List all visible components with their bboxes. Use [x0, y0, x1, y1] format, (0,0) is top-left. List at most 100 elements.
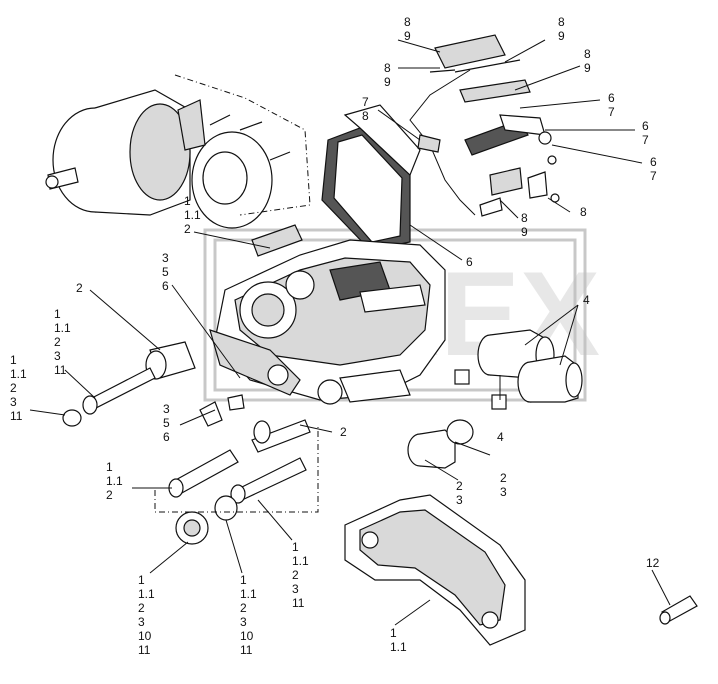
- callout-line: 5: [163, 416, 170, 430]
- lower-pin-set: [168, 419, 311, 545]
- callout-line: 1: [390, 626, 397, 640]
- callout-line: 8: [584, 47, 591, 61]
- callout-line: 6: [162, 279, 169, 293]
- callout-line: 8: [404, 15, 411, 29]
- callout-line: 7: [650, 169, 657, 183]
- callout-c20: 2: [340, 425, 347, 439]
- callout-line: 1: [106, 460, 113, 474]
- callout-line: 2: [240, 601, 247, 615]
- callout-line: 11: [10, 409, 23, 423]
- guide-pin-set: [62, 224, 303, 427]
- callout-line: 1.1: [184, 208, 201, 222]
- callout-c14: 2: [76, 281, 83, 295]
- callout-line: 6: [608, 91, 615, 105]
- callout-line: 1.1: [10, 367, 27, 381]
- carrier-bracket: [344, 494, 526, 646]
- callout-line: 11: [240, 643, 253, 657]
- pad-shield: [321, 104, 421, 251]
- callout-line: 9: [558, 29, 565, 43]
- callout-line: 2: [10, 381, 17, 395]
- callout-line: 6: [642, 119, 649, 133]
- dust-boots: [407, 329, 583, 469]
- callout-line: 9: [584, 61, 591, 75]
- callout-c12: 6: [466, 255, 473, 269]
- callout-line: 1: [292, 540, 299, 554]
- leader-lines: [29, 39, 671, 626]
- callout-line: 1.1: [292, 554, 309, 568]
- callout-line: 1.1: [138, 587, 155, 601]
- callout-line: 2: [500, 471, 507, 485]
- callout-line: 2: [106, 488, 113, 502]
- callout-line: 2: [340, 425, 347, 439]
- callout-line: 4: [497, 430, 504, 444]
- callout-line: 11: [292, 596, 305, 610]
- callout-line: 5: [162, 265, 169, 279]
- callout-line: 7: [608, 105, 615, 119]
- callout-line: 9: [404, 29, 411, 43]
- callout-line: 1.1: [106, 474, 123, 488]
- callout-line: 10: [138, 629, 152, 643]
- callout-line: 3: [54, 349, 61, 363]
- callout-line: 3: [162, 251, 169, 265]
- brake-chamber: [45, 89, 291, 229]
- callout-c18: 4: [497, 430, 504, 444]
- callout-line: 3: [240, 615, 247, 629]
- callout-line: 8: [521, 211, 528, 225]
- callout-c9: 8: [580, 205, 587, 219]
- callout-line: 3: [456, 493, 463, 507]
- callout-line: 8: [580, 205, 587, 219]
- caliper-housing: [209, 239, 446, 405]
- sensor-harness: [409, 34, 560, 217]
- callout-line: 10: [240, 629, 254, 643]
- callout-line: 1: [240, 573, 247, 587]
- callout-line: 1: [54, 307, 61, 321]
- callout-c28: 12: [646, 556, 660, 570]
- callout-line: 1.1: [240, 587, 257, 601]
- callout-line: 9: [384, 75, 391, 89]
- callout-line: 6: [163, 430, 170, 444]
- callout-line: 8: [362, 109, 369, 123]
- callout-line: 3: [138, 615, 145, 629]
- callout-line: 7: [642, 133, 649, 147]
- callout-line: 2: [138, 601, 145, 615]
- pin-12: [659, 595, 698, 625]
- callout-line: 6: [650, 155, 657, 169]
- callout-line: 11: [138, 643, 151, 657]
- callout-line: 1: [10, 353, 17, 367]
- callout-line: 2: [292, 568, 299, 582]
- callout-line: 3: [10, 395, 17, 409]
- callout-line: 6: [466, 255, 473, 269]
- callout-c17: 4: [583, 293, 590, 307]
- callout-line: 2: [76, 281, 83, 295]
- callout-line: 2: [184, 222, 191, 236]
- callout-line: 12: [646, 556, 660, 570]
- callout-line: 2: [54, 335, 61, 349]
- callout-line: 1.1: [54, 321, 71, 335]
- callout-line: 8: [384, 61, 391, 75]
- callout-line: 9: [521, 225, 528, 239]
- callout-line: 3: [500, 485, 507, 499]
- callout-line: 3: [292, 582, 299, 596]
- callout-line: 1: [138, 573, 145, 587]
